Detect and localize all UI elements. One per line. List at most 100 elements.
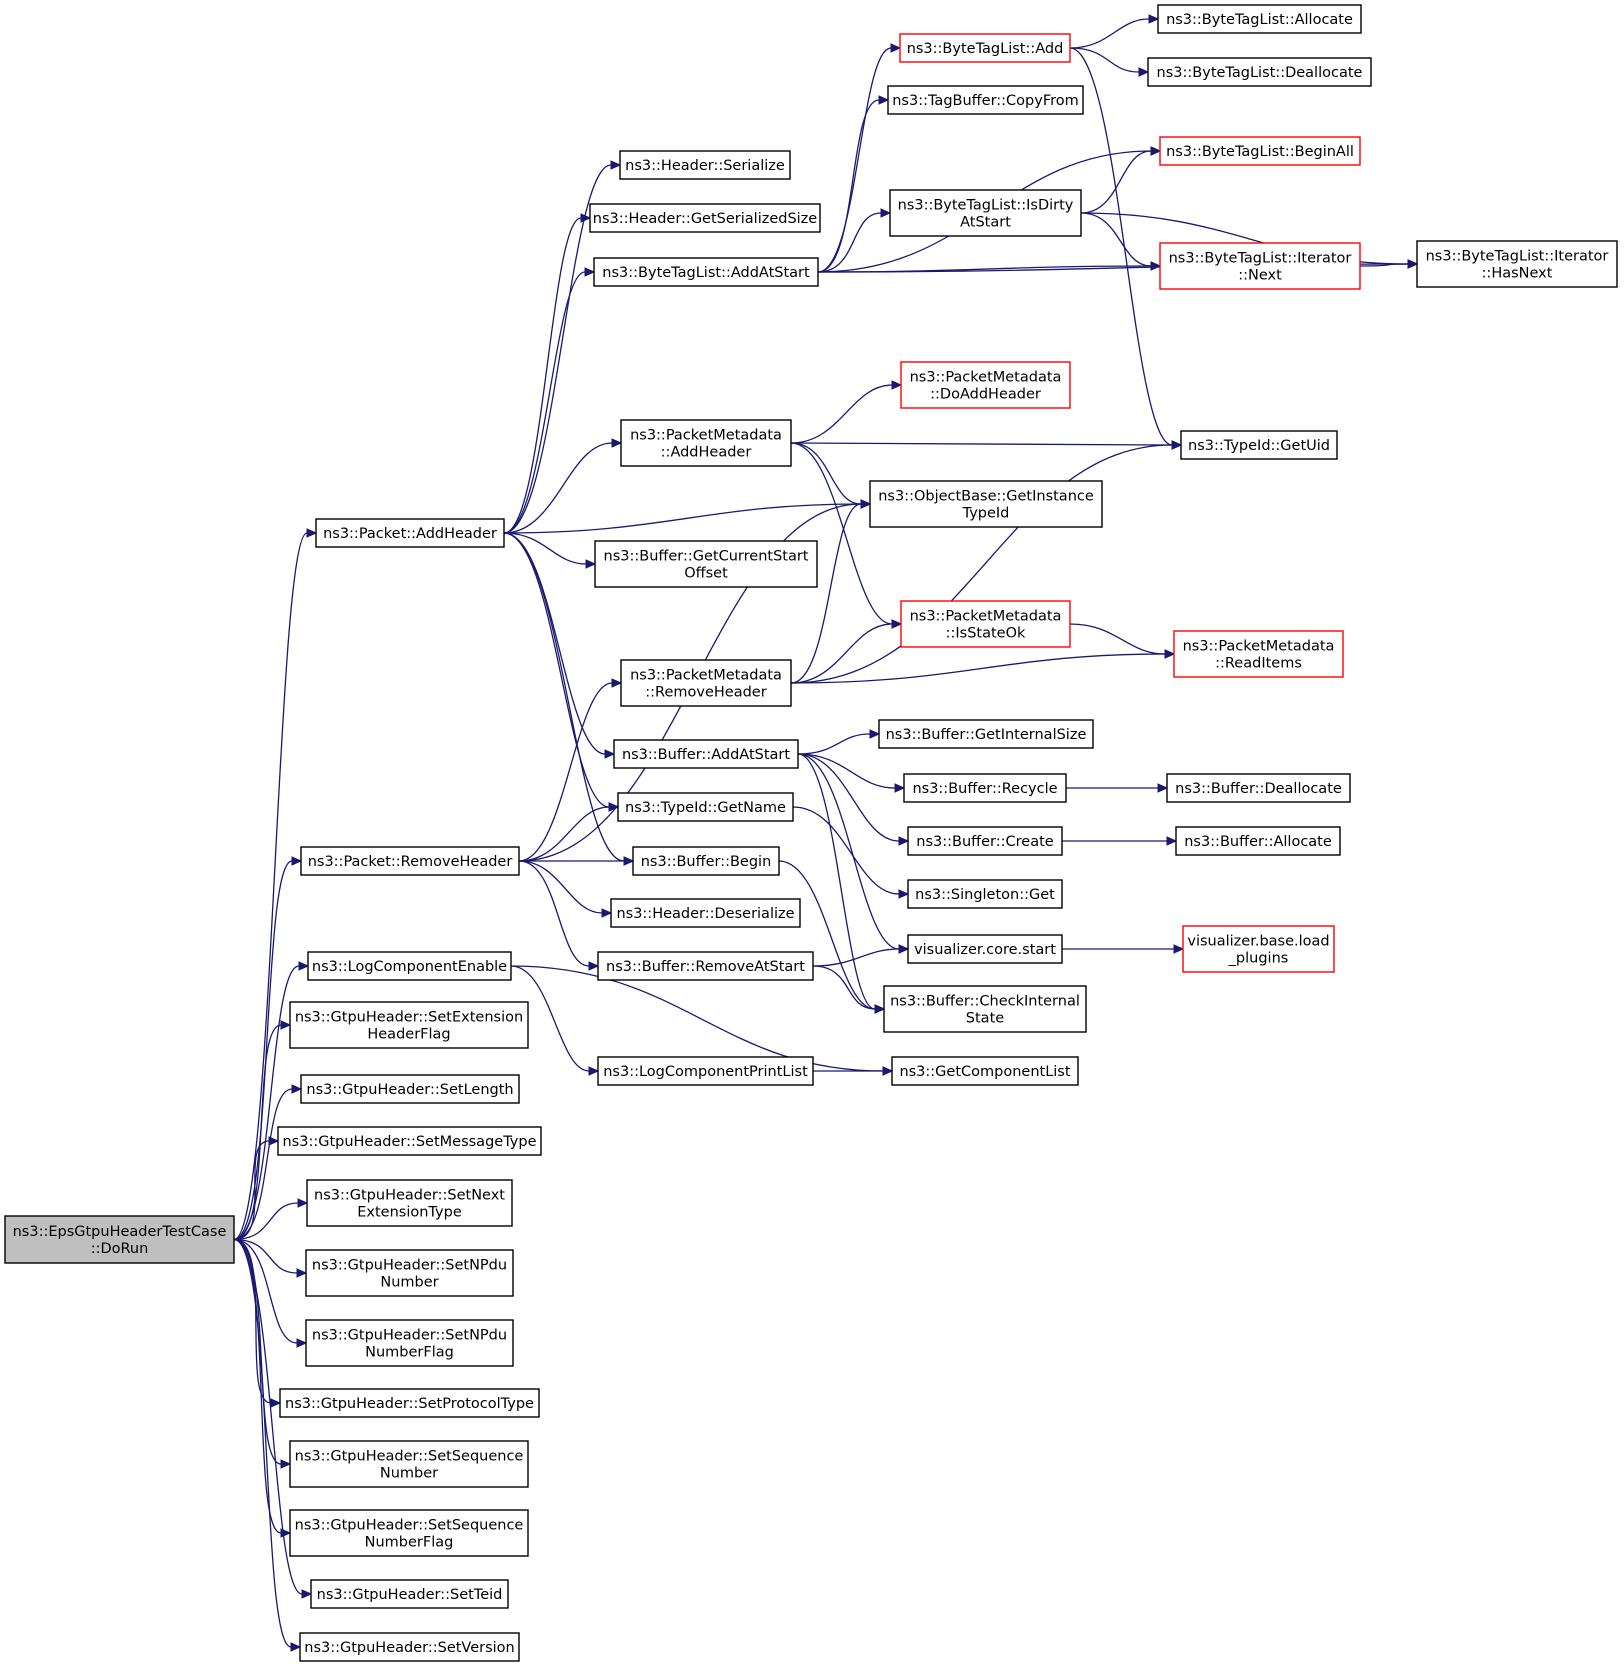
graph-node-singleton-get[interactable]: ns3::Singleton::Get [907, 879, 1063, 909]
node-label: Offset [684, 566, 728, 582]
graph-node-tid-getuid[interactable]: ns3::TypeId::GetUid [1180, 430, 1338, 460]
graph-node-g-setlength[interactable]: ns3::GtpuHeader::SetLength [300, 1074, 520, 1104]
graph-node-btl-iter-next[interactable]: ns3::ByteTagList::Iterator::Next [1159, 242, 1361, 290]
graph-node-b-allocate[interactable]: ns3::Buffer::Allocate [1175, 826, 1341, 856]
arrowhead-icon [891, 619, 903, 629]
graph-node-g-setversion[interactable]: ns3::GtpuHeader::SetVersion [299, 1632, 520, 1662]
nodes-layer: ns3::EpsGtpuHeaderTestCase::DoRun ns3::Pa… [4, 4, 1618, 1662]
arrowhead-icon [268, 1136, 280, 1146]
node-box [1147, 57, 1372, 87]
arrowhead-icon [1148, 14, 1160, 24]
graph-node-dorun[interactable]: ns3::EpsGtpuHeaderTestCase::DoRun [4, 1215, 235, 1264]
arrowhead-icon [297, 1198, 309, 1208]
graph-node-logprintlist[interactable]: ns3::LogComponentPrintList [597, 1056, 814, 1086]
graph-node-btl-beginall[interactable]: ns3::ByteTagList::BeginAll [1159, 136, 1361, 166]
call-edge [233, 1238, 302, 1652]
graph-node-g-setmsgtype[interactable]: ns3::GtpuHeader::SetMessageType [277, 1126, 542, 1156]
edge-line [518, 860, 603, 914]
call-edge [233, 1136, 280, 1241]
arrowhead-icon [296, 1268, 308, 1278]
node-label: ns3::Buffer::GetInternalSize [886, 727, 1087, 743]
graph-node-pm-removeheader[interactable]: ns3::PacketMetadata::RemoveHeader [620, 659, 792, 707]
call-edge [817, 208, 892, 273]
edge-line [510, 965, 884, 1072]
call-edge [790, 440, 1183, 450]
graph-node-vis-start[interactable]: visualizer.core.start [907, 934, 1063, 964]
graph-node-pm-isstateok[interactable]: ns3::PacketMetadata::IsStateOk [900, 600, 1071, 648]
edge-line [233, 1238, 303, 1595]
call-edge [797, 753, 910, 846]
graph-node-b-addatstart[interactable]: ns3::Buffer::AddAtStart [613, 739, 799, 769]
graph-node-pm-addheader[interactable]: ns3::PacketMetadata::AddHeader [620, 419, 792, 467]
graph-node-tagbuf-copyfrom[interactable]: ns3::TagBuffer::CopyFrom [887, 85, 1084, 115]
graph-node-pm-doaddheader[interactable]: ns3::PacketMetadata::DoAddHeader [900, 361, 1071, 409]
node-box [900, 600, 1071, 648]
arrowhead-icon [1173, 944, 1185, 954]
graph-node-btl-addatstart[interactable]: ns3::ByteTagList::AddAtStart [593, 257, 819, 287]
graph-node-p-addheader[interactable]: ns3::Packet::AddHeader [315, 518, 505, 548]
node-box [869, 480, 1103, 528]
edge-line [792, 806, 900, 895]
graph-node-h-deserialize[interactable]: ns3::Header::Deserialize [610, 898, 801, 928]
graph-node-btl-allocate[interactable]: ns3::ByteTagList::Allocate [1157, 4, 1362, 34]
arrowhead-icon [1157, 783, 1169, 793]
node-label: ExtensionType [357, 1205, 462, 1221]
node-box [1180, 430, 1338, 460]
graph-node-btl-add[interactable]: ns3::ByteTagList::Add [899, 33, 1071, 63]
graph-node-b-recycle[interactable]: ns3::Buffer::Recycle [903, 773, 1067, 803]
node-box [305, 1319, 514, 1367]
node-box [315, 518, 505, 548]
call-edge [233, 528, 318, 1241]
graph-node-p-removeheader[interactable]: ns3::Packet::RemoveHeader [300, 846, 520, 876]
graph-node-tid-getname[interactable]: ns3::TypeId::GetName [617, 792, 794, 822]
edge-line [797, 753, 896, 789]
node-label: ns3::Buffer::GetCurrentStart [604, 549, 809, 565]
node-box [613, 739, 799, 769]
node-box [306, 1179, 513, 1227]
graph-node-vis-loadplugins[interactable]: visualizer.base.load_plugins [1182, 925, 1335, 973]
edge-line [790, 444, 1173, 684]
graph-node-b-deallocate[interactable]: ns3::Buffer::Deallocate [1166, 773, 1351, 803]
graph-node-btl-iter-hasnext[interactable]: ns3::ByteTagList::Iterator::HasNext [1416, 240, 1618, 288]
graph-node-h-serialize[interactable]: ns3::Header::Serialize [619, 150, 791, 180]
graph-node-b-create[interactable]: ns3::Buffer::Create [907, 826, 1063, 856]
graph-node-logenable[interactable]: ns3::LogComponentEnable [307, 951, 512, 981]
graph-node-g-setteid[interactable]: ns3::GtpuHeader::SetTeid [310, 1579, 509, 1609]
call-edge [233, 1238, 308, 1278]
graph-node-btl-deallocate[interactable]: ns3::ByteTagList::Deallocate [1147, 57, 1372, 87]
graph-node-b-begin[interactable]: ns3::Buffer::Begin [632, 846, 780, 876]
arrowhead-icon [611, 438, 623, 448]
call-edge [233, 1238, 282, 1408]
node-label: ::DoRun [91, 1241, 149, 1257]
call-edge [233, 1020, 292, 1241]
edge-line [790, 623, 893, 684]
graph-node-b-removeatstart[interactable]: ns3::Buffer::RemoveAtStart [597, 951, 814, 981]
arrowhead-icon [291, 856, 303, 866]
call-edge [1061, 836, 1178, 846]
graph-node-h-getsersize[interactable]: ns3::Header::GetSerializedSize [589, 203, 821, 233]
node-label: ns3::GtpuHeader::SetVersion [304, 1640, 515, 1656]
graph-node-b-getinternalsize[interactable]: ns3::Buffer::GetInternalSize [878, 719, 1094, 749]
call-edge [1080, 212, 1162, 271]
edge-line [797, 733, 871, 755]
graph-node-g-setproto[interactable]: ns3::GtpuHeader::SetProtocolType [279, 1388, 540, 1418]
graph-node-getcomplist[interactable]: ns3::GetComponentList [891, 1056, 1079, 1086]
arrowhead-icon [601, 908, 613, 918]
node-label: ns3::GtpuHeader::SetSequence [295, 1449, 524, 1465]
node-label: ns3::Buffer::Deallocate [1175, 781, 1342, 797]
graph-node-pm-readitems[interactable]: ns3::PacketMetadata::ReadItems [1173, 630, 1344, 678]
node-box [1173, 630, 1344, 678]
node-label: ::HasNext [1482, 266, 1553, 282]
edge-line [797, 753, 900, 950]
edge-line [233, 532, 308, 1241]
